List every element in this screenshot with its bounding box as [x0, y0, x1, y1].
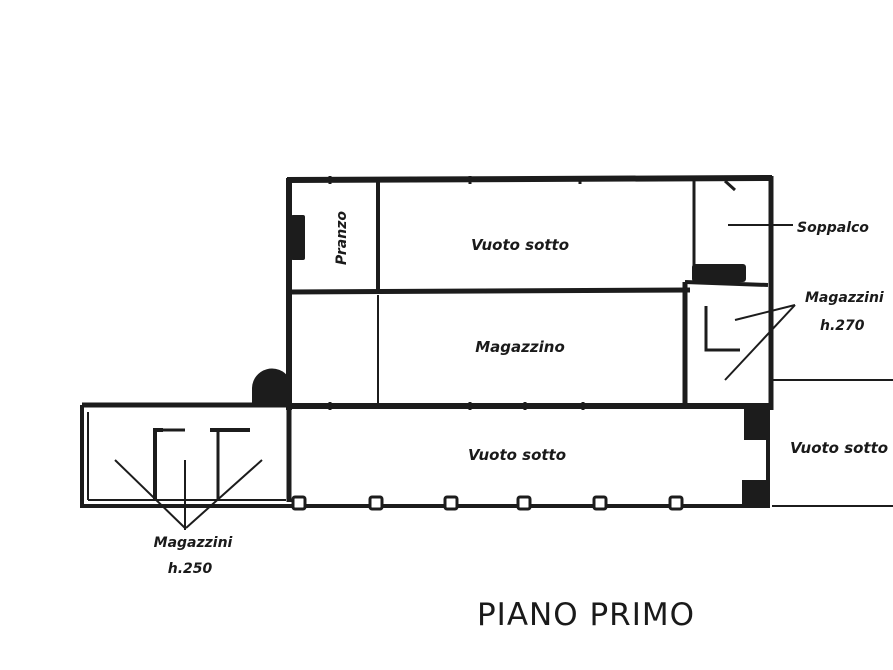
right-storage-fixtures [704, 224, 796, 381]
label-magazzini-left: Magazzini [154, 535, 233, 551]
label-vuoto-sotto-top: Vuoto sotto [471, 236, 569, 254]
label-magazzino: Magazzino [475, 338, 565, 356]
label-magazzini-right: Magazzini [805, 290, 884, 306]
wall-ticks [328, 176, 737, 410]
label-height-right: h.270 [820, 318, 865, 334]
label-vuoto-sotto-middle: Vuoto sotto [468, 446, 566, 464]
lower-wing-walls [80, 379, 893, 508]
label-vuoto-sotto-right: Vuoto sotto [790, 439, 888, 457]
main-building-walls [286, 175, 774, 410]
left-storage-fixtures [114, 428, 263, 530]
label-pranzo: Pranzo [334, 211, 350, 265]
plan-title: PIANO PRIMO [477, 597, 695, 633]
wall-blocks [252, 215, 768, 506]
label-soppalco: Soppalco [797, 220, 869, 236]
label-height-left: h.250 [168, 561, 213, 577]
pillars [291, 495, 684, 511]
